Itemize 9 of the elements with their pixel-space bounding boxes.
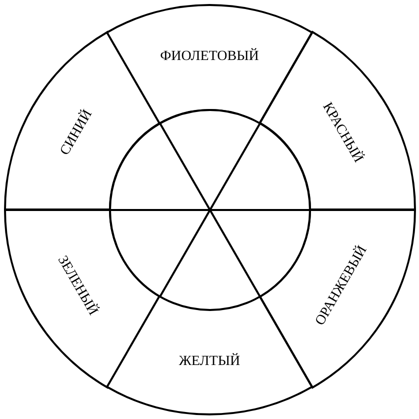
color-sector xyxy=(4,208,160,388)
inner-circle xyxy=(108,108,310,310)
color-sector xyxy=(106,4,313,124)
sector-label: ФИОЛЕТОВЫЙ xyxy=(160,50,259,64)
color-sector xyxy=(106,295,313,416)
sector-label: ЖЕЛТЫЙ xyxy=(178,354,240,369)
color-sector xyxy=(258,208,416,388)
color-sector xyxy=(4,30,160,210)
color-sector xyxy=(258,30,416,210)
